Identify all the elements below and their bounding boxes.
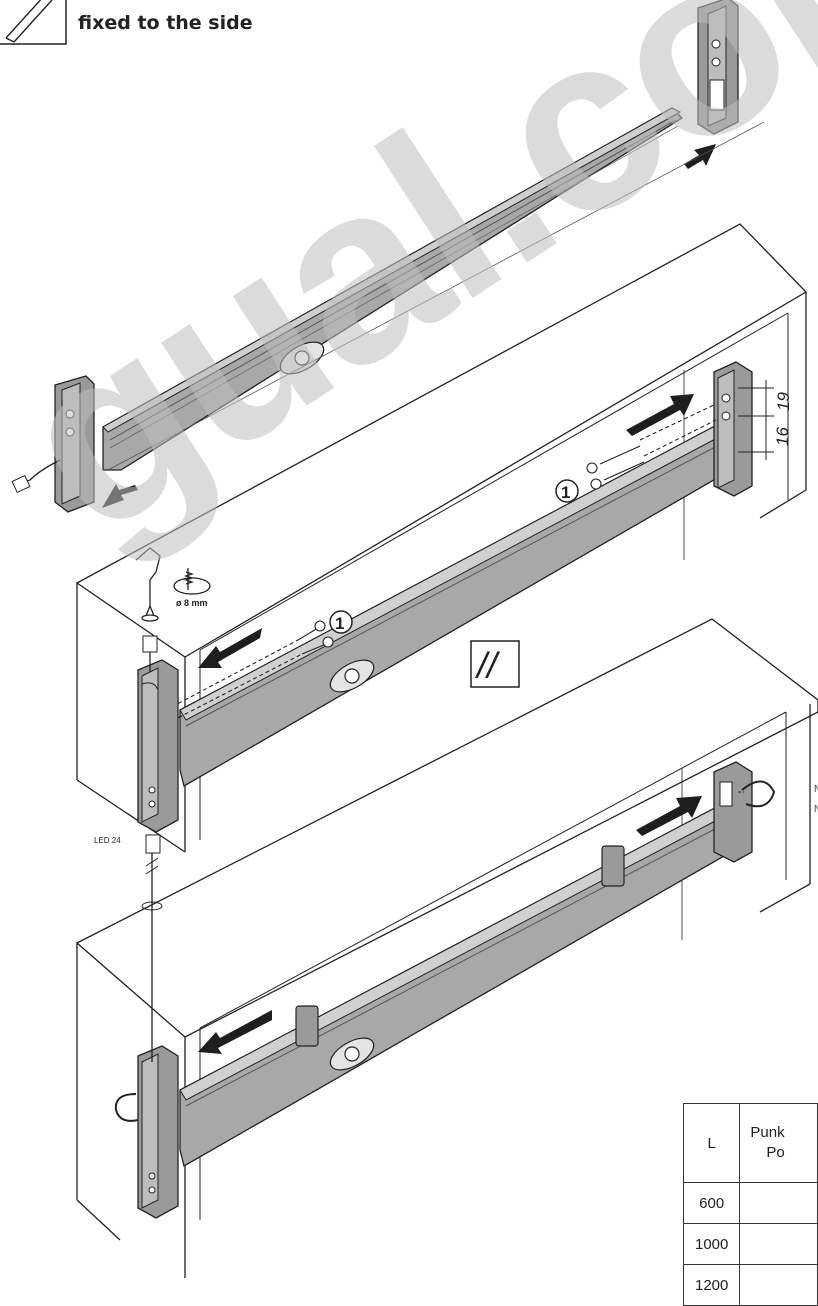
end-cap-left-mounted bbox=[137, 635, 179, 833]
screws-right bbox=[586, 403, 717, 490]
magnet-icon-left bbox=[114, 1093, 139, 1122]
length-spec-table: L Punk Po 600 1000 1200 bbox=[682, 1103, 818, 1306]
cell-p bbox=[739, 1223, 818, 1265]
cropped-edge-mark-2: N bbox=[814, 804, 818, 815]
end-cap-left-lower bbox=[137, 834, 179, 1219]
arrow-insert-left bbox=[102, 484, 138, 508]
cabinet-lower bbox=[75, 618, 818, 1278]
arrow-push-right bbox=[626, 394, 694, 436]
tool-icon bbox=[0, 0, 67, 45]
led-label: LED 24 bbox=[94, 836, 121, 845]
table-header-row: L Punk Po bbox=[682, 1103, 818, 1183]
cabinet-upper bbox=[75, 223, 808, 853]
cell-p bbox=[739, 1182, 818, 1224]
parallel-marker: // bbox=[474, 645, 501, 686]
cell-l: 1000 bbox=[682, 1223, 741, 1265]
cell-p bbox=[739, 1264, 818, 1306]
arrow-push-left-lower bbox=[198, 1010, 272, 1054]
drill-size-label: ø 8 mm bbox=[176, 598, 208, 608]
header-punk: Punk Po bbox=[739, 1103, 818, 1183]
end-cap-right-mounted bbox=[713, 361, 753, 497]
cell-l: 600 bbox=[682, 1182, 741, 1224]
screw-marker-right bbox=[555, 479, 579, 503]
table-row: 1200 bbox=[682, 1264, 818, 1306]
screw-marker-left bbox=[329, 610, 353, 634]
drill-icon bbox=[135, 547, 211, 622]
cropped-edge-mark: N bbox=[814, 784, 818, 795]
instruction-heading-line2: fixed to the side bbox=[78, 12, 253, 34]
rail-profile-lower bbox=[179, 799, 739, 1167]
header-punk-line1: Punk bbox=[750, 1124, 785, 1141]
screw-marker-left-label: 1 bbox=[335, 614, 344, 633]
magnet-pad-right bbox=[601, 845, 625, 887]
arrow-push-left bbox=[198, 628, 262, 668]
screw-marker-right-label: 1 bbox=[561, 483, 570, 502]
dimension-marks bbox=[738, 380, 774, 460]
cell-l: 1200 bbox=[682, 1264, 741, 1306]
screws-left bbox=[165, 620, 334, 725]
end-cap-left bbox=[11, 375, 95, 513]
end-cap-right-lower bbox=[713, 761, 753, 863]
header-punk-line2: Po bbox=[766, 1144, 785, 1161]
magnet-icon-right bbox=[741, 780, 776, 808]
rail-profile-top bbox=[102, 107, 684, 471]
dimension-19: 19 bbox=[774, 392, 793, 411]
parallel-marker-box bbox=[470, 640, 520, 688]
assembly-illustration: 19 16 1 1 ø 8 mm bbox=[0, 0, 818, 1278]
header-l: L bbox=[682, 1103, 741, 1183]
magnet-pad-left bbox=[295, 1005, 319, 1047]
table-row: 600 bbox=[682, 1182, 818, 1224]
dimension-16: 16 bbox=[773, 427, 792, 446]
arrow-insert-top bbox=[684, 144, 716, 169]
table-row: 1000 bbox=[682, 1223, 818, 1265]
arrow-push-right-lower bbox=[636, 796, 702, 836]
end-cap-top-right bbox=[697, 0, 739, 135]
rail-profile-mounted bbox=[179, 417, 739, 787]
